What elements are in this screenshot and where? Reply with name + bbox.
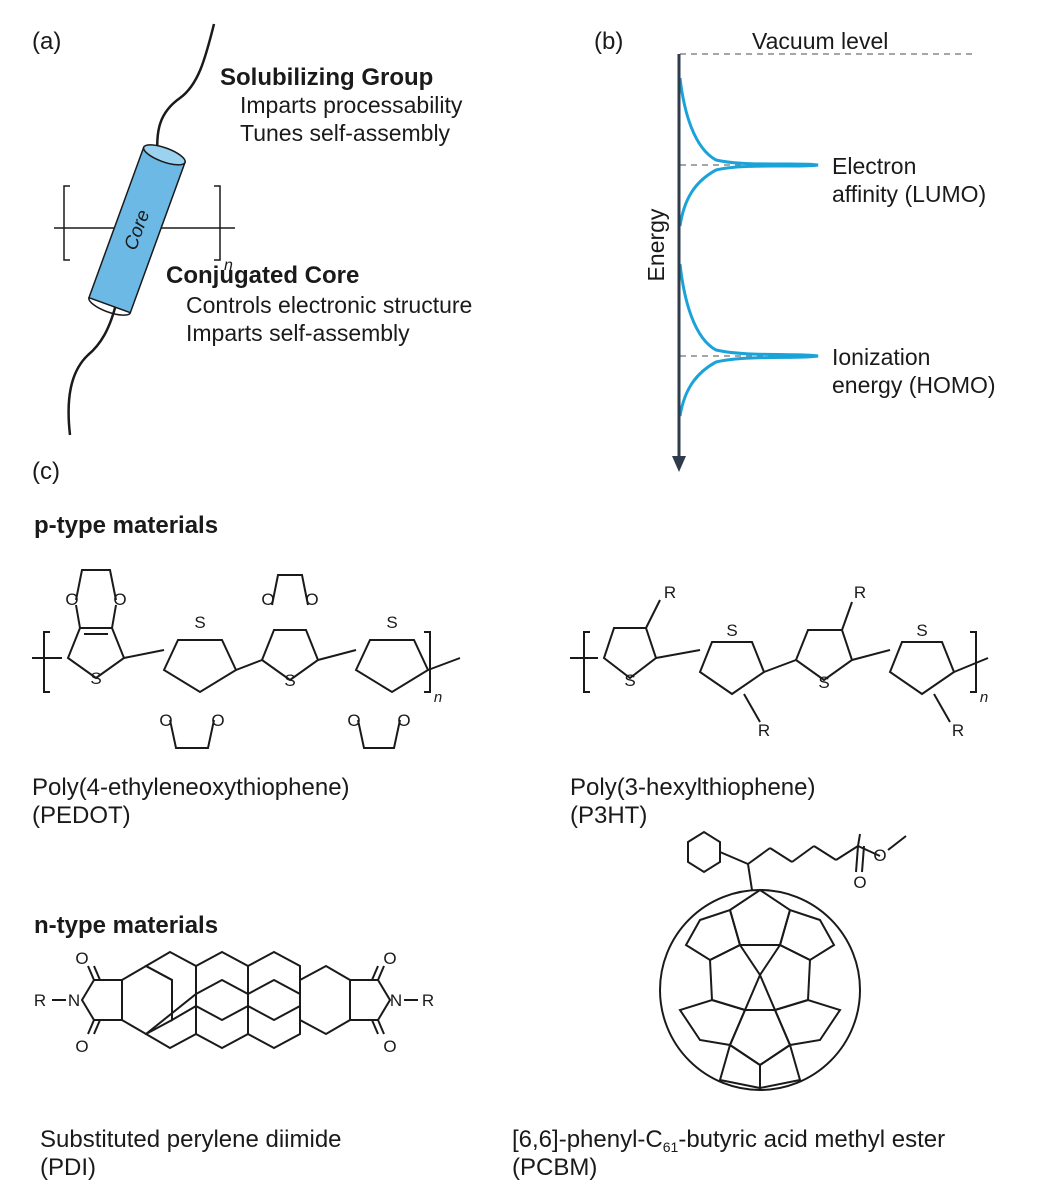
solubilizing-title: Solubilizing Group [220,64,434,91]
conjugated-line2: Imparts self-assembly [186,320,410,346]
pdi-oxygen-1: O [75,949,88,968]
pcbm-oxygen-ester: O [873,846,886,865]
pdi-oxygen-4: O [383,1037,396,1056]
pedot-sulfur-1: S [90,669,101,688]
pedot-oxygen-2: O [113,590,126,609]
pedot-oxygen-4: O [211,711,224,730]
p3ht-name: Poly(3-hexylthiophene) [570,774,816,801]
solubilizing-chain-top [156,23,216,161]
homo-distribution-curve [678,263,819,417]
pedot-sulfur-3: S [284,671,295,690]
pcbm-oxygen-carbonyl: O [853,873,866,892]
pedot-oxygen-1: O [65,590,78,609]
pdi-nitrogen-left: N [68,991,80,1010]
solubilizing-chain-bottom [67,299,119,436]
p3ht-r-2: R [758,721,770,740]
pedot-sulfur-2: S [194,613,205,632]
pdi-oxygen-2: O [75,1037,88,1056]
energy-axis-arrow-icon [672,456,686,472]
p3ht-r-4: R [952,721,964,740]
bracket-right [214,185,221,261]
lumo-distribution-curve [678,77,819,227]
core-cylinder: Core [88,144,186,316]
pdi-abbr: (PDI) [40,1154,96,1181]
solubilizing-line1: Imparts processability [240,92,463,118]
pedot-oxygen-7: O [347,711,360,730]
p3ht-repeat-n: n [980,689,988,706]
n-type-heading: n-type materials [34,912,219,939]
homo-label-line1: Ionization [832,344,931,370]
panel-a-label: (a) [32,28,62,55]
pcbm-name-suffix: -butyric acid methyl ester [678,1126,946,1153]
pedot-repeat-n: n [434,689,442,706]
bracket-left [63,185,70,261]
p3ht-sulfur-3: S [818,673,829,692]
lumo-label-line1: Electron [832,153,917,179]
pedot-abbr: (PEDOT) [32,802,131,829]
panel-b-label: (b) [594,28,624,55]
pedot-oxygen-6: O [305,590,318,609]
energy-axis-label: Energy [643,208,669,281]
p3ht-sulfur-1: S [624,671,635,690]
solubilizing-line2: Tunes self-assembly [240,120,451,146]
conjugated-line1: Controls electronic structure [186,292,473,318]
pcbm-abbr: (PCBM) [512,1154,598,1181]
lumo-label-line2: affinity (LUMO) [832,181,987,207]
p-type-heading: p-type materials [34,512,219,539]
pedot-oxygen-3: O [159,711,172,730]
pedot-oxygen-8: O [397,711,410,730]
pdi-r-right: R [422,991,434,1010]
pedot-name: Poly(4-ethyleneoxythiophene) [32,774,350,801]
p3ht-r-1: R [664,583,676,602]
p3ht-abbr: (P3HT) [570,802,648,829]
homo-label-line2: energy (HOMO) [832,372,996,398]
pcbm-name-subscript: 61 [662,1139,679,1155]
pdi-name: Substituted perylene diimide [40,1126,342,1153]
pcbm-name: [6,6]-phenyl-C61-butyric acid methyl est… [512,1126,945,1155]
pdi-nitrogen-right: N [390,991,402,1010]
pedot-oxygen-5: O [261,590,274,609]
pedot-sulfur-4: S [386,613,397,632]
pdi-r-left: R [34,991,46,1010]
p3ht-r-3: R [854,583,866,602]
pcbm-name-prefix: [6,6]-phenyl-C [512,1126,663,1153]
vacuum-level-label: Vacuum level [752,28,889,54]
p3ht-sulfur-4: S [916,621,927,640]
panel-c-label: (c) [32,458,60,485]
p3ht-sulfur-2: S [726,621,737,640]
conjugated-title: Conjugated Core [166,262,360,289]
pdi-oxygen-3: O [383,949,396,968]
repeat-subscript-a: n [224,257,233,274]
